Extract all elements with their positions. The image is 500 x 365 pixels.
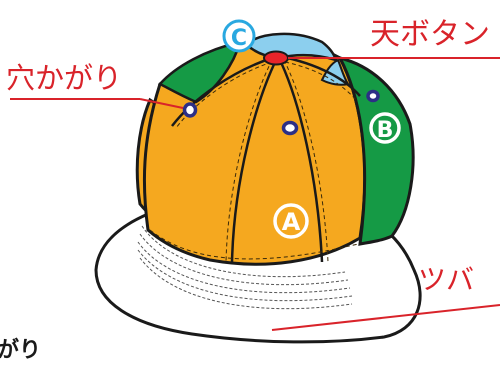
side-panel-b: [337, 55, 415, 246]
badge-b-text: B: [377, 118, 394, 143]
badge-c: C: [222, 19, 256, 53]
eyelet-front: [281, 120, 299, 136]
badge-c-text: C: [231, 26, 247, 51]
label-ana-kagari: 穴かがり: [6, 61, 123, 95]
seam-stitching: [149, 59, 359, 263]
leader-lines: [10, 57, 500, 331]
badge-a: A: [273, 203, 309, 239]
badge-b: B: [369, 112, 401, 144]
visor-stitching: [137, 225, 353, 310]
cropped-caption: がり: [0, 338, 42, 363]
top-button: [263, 50, 289, 66]
label-ten-button: 天ボタン: [370, 17, 490, 52]
eyelet-right: [366, 89, 380, 103]
top-panel-green-left: [157, 40, 242, 104]
leader-tsuba: [271, 304, 500, 331]
badge-a-text: A: [282, 208, 301, 236]
eyelets: [182, 89, 380, 136]
leader-ana-kagari-diag: [139, 98, 184, 109]
label-tsuba: ツバ: [418, 263, 475, 296]
eyelet-left: [182, 102, 198, 118]
